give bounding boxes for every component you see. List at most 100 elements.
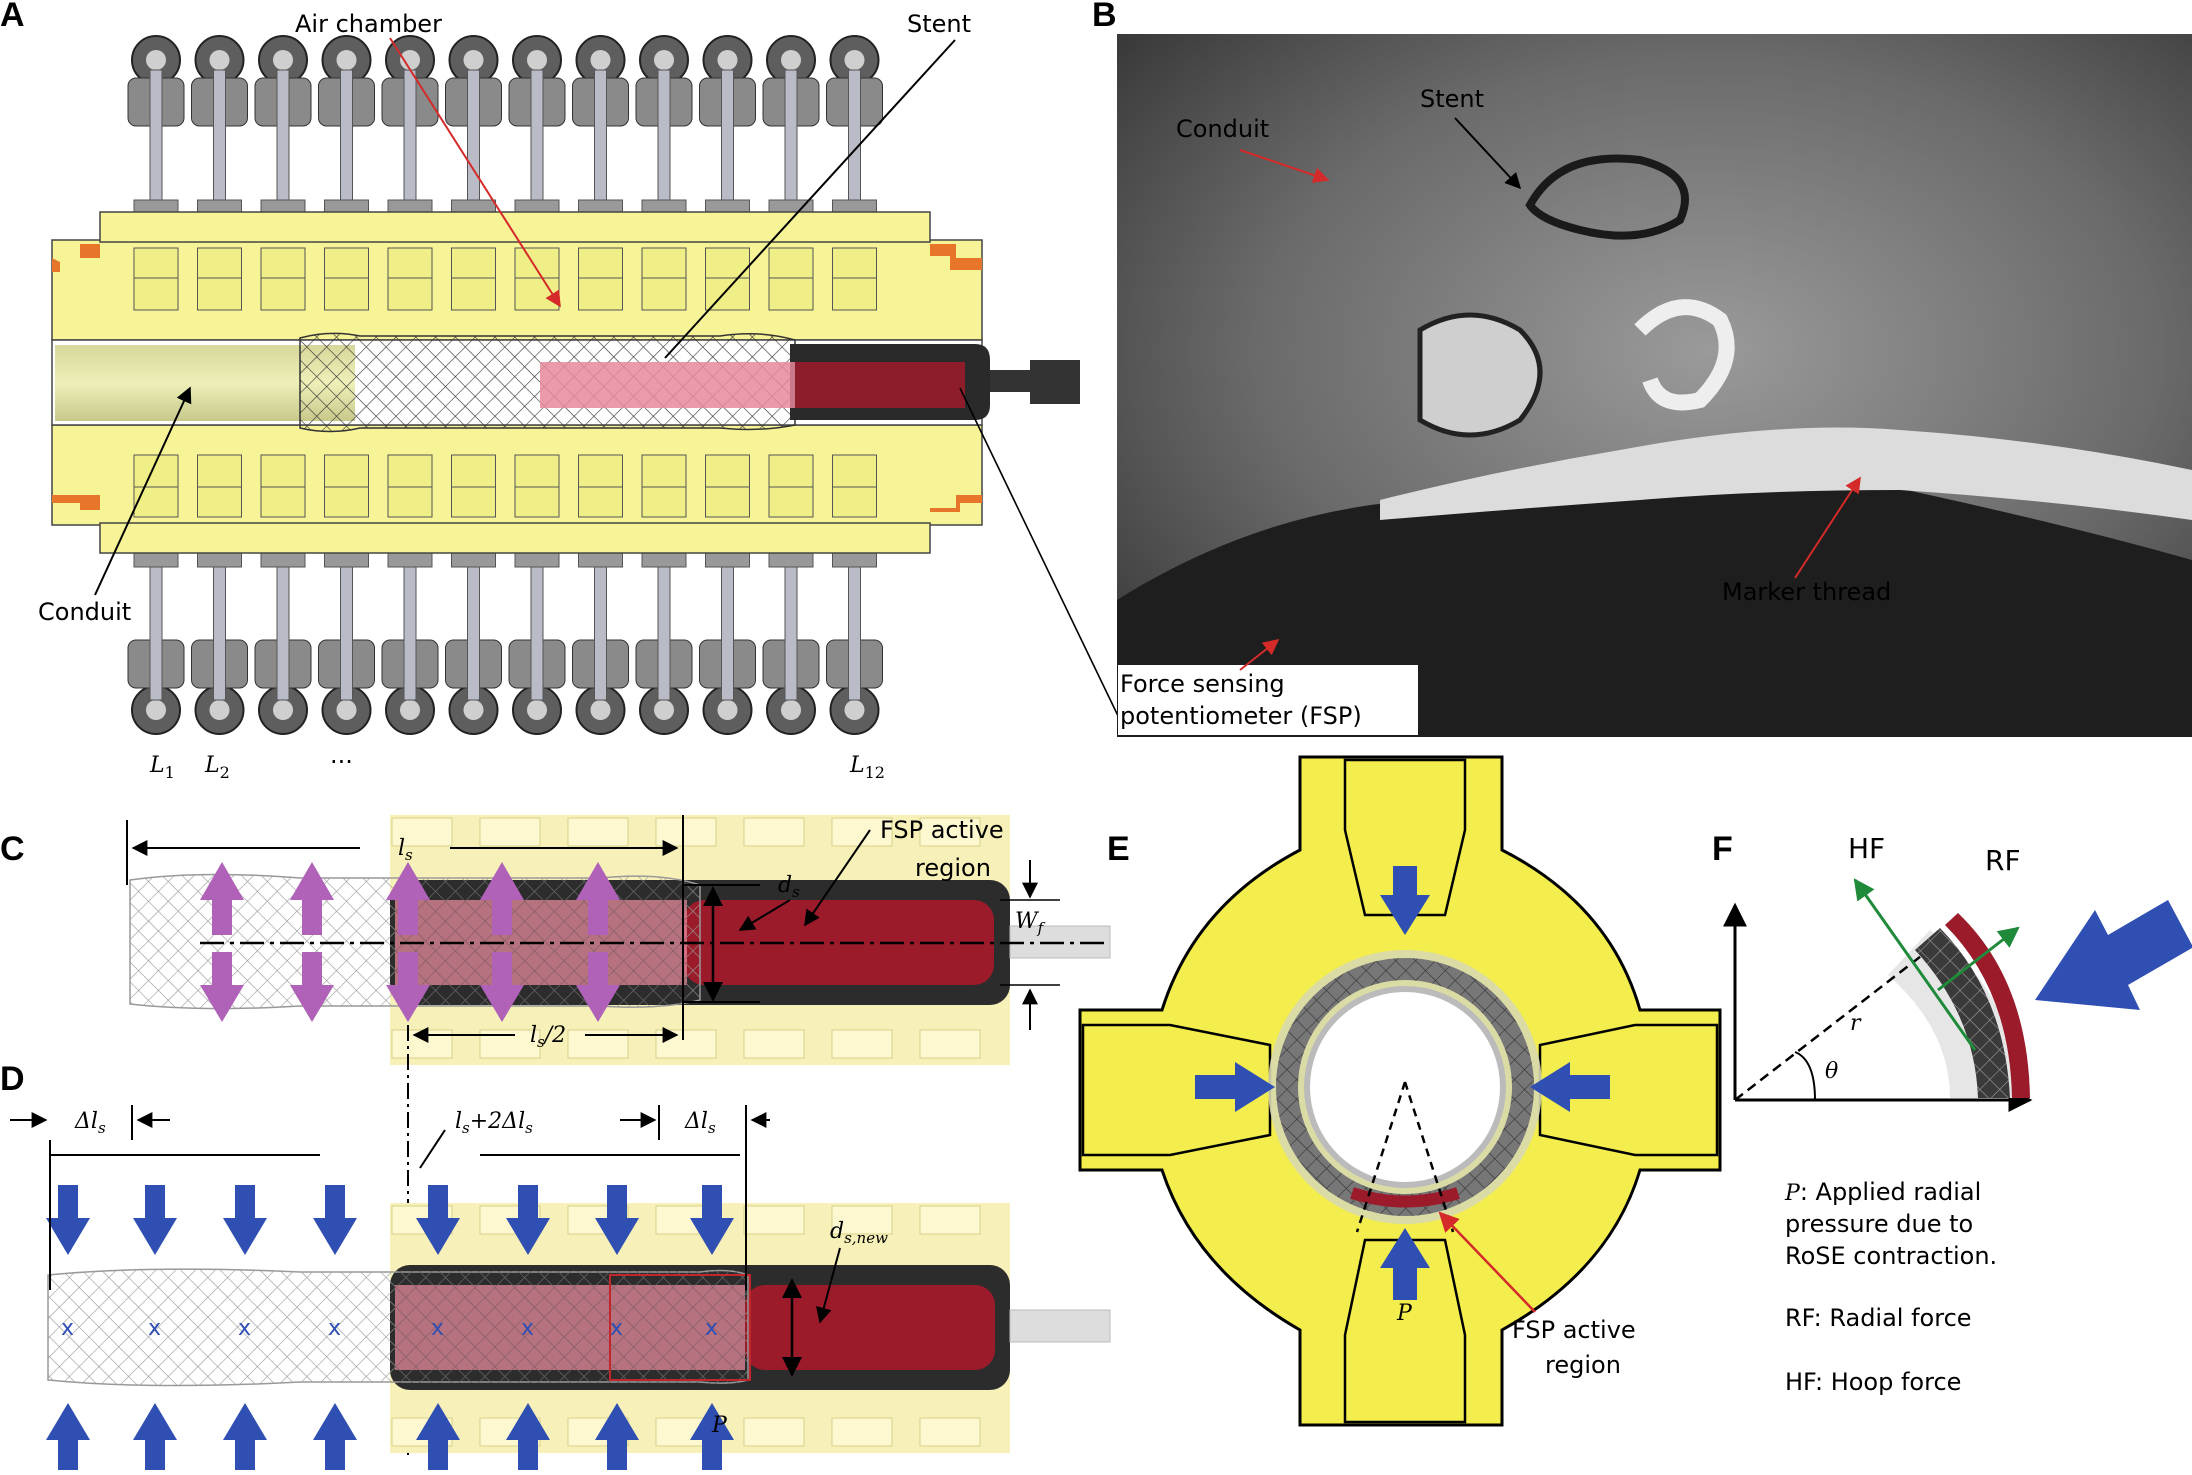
piston-rod-bottom	[721, 549, 734, 701]
conduit-lumen-e	[1304, 986, 1506, 1188]
roller-hub-top	[400, 50, 420, 70]
label-hf: HF	[1848, 832, 1885, 865]
label-ls-c: ls	[398, 836, 413, 864]
label-dls-right: Δls	[684, 1109, 716, 1137]
label-fsp-c-line1: FSP active	[880, 816, 1004, 844]
leader-marker-thread	[1794, 476, 1861, 579]
fsp-arc-e	[1350, 1187, 1460, 1208]
sector-line-left	[1355, 1081, 1407, 1233]
piston-rod-top	[784, 69, 798, 221]
chamber-bottom	[197, 454, 242, 518]
rose-cell-top	[831, 1205, 893, 1235]
label-fsp-b-line1: Force sensing	[1120, 670, 1285, 698]
label-l12: L12	[849, 753, 885, 782]
chamber-bottom	[768, 454, 814, 518]
rod-guide-bottom	[197, 552, 242, 568]
blue-arrow-up	[313, 1403, 357, 1470]
rod-guide-bottom	[641, 552, 687, 568]
leader-ls2dls	[419, 1129, 446, 1169]
rose-cell-top	[391, 817, 453, 847]
chamber-bottom	[451, 454, 496, 518]
rose-cells-c	[391, 817, 981, 1059]
rod-guide-bottom	[387, 552, 433, 568]
roller-hub-top	[527, 50, 547, 70]
piston-rod-top	[467, 69, 480, 221]
label-air-chamber: Air chamber	[295, 10, 442, 38]
rose-cell-top	[743, 817, 805, 847]
stent-end-box-d	[609, 1274, 751, 1381]
roller-hub-bottom	[273, 700, 293, 720]
chamber-top	[387, 247, 433, 311]
piston-rod-bottom	[848, 549, 861, 701]
blue-arrow-down	[313, 1185, 357, 1255]
note-p: P: Applied radial	[1784, 1178, 1981, 1206]
rose-cell-top	[567, 817, 629, 847]
rose-cell-top	[919, 817, 981, 847]
purple-arrow-down	[200, 952, 244, 1022]
x-mark: x	[328, 1316, 341, 1341]
piston-rod-top	[149, 69, 163, 221]
panel-c: C ls ds FSP active region	[0, 815, 1111, 1460]
blue-arrow-e-top	[1380, 866, 1430, 935]
label-marker-thread: Marker thread	[1722, 578, 1891, 606]
chamber-top	[197, 247, 242, 311]
fsp-connector	[990, 370, 1030, 392]
roller-hub-top	[209, 50, 230, 70]
fsp-connector-tab	[1030, 360, 1080, 404]
piston-rod-bottom	[403, 549, 417, 701]
piston-rod-bottom	[467, 549, 480, 701]
blue-arrow-up	[690, 1403, 734, 1470]
note-p-line2: pressure due to	[1785, 1210, 1973, 1238]
blue-arrows-d	[46, 1185, 734, 1470]
x-mark: x	[61, 1316, 74, 1341]
roller-hub-bottom	[400, 700, 420, 720]
rose-cell-bottom	[831, 1029, 893, 1059]
blue-arrow-up	[223, 1403, 267, 1470]
roller-hub-bottom	[844, 700, 865, 720]
panel-letter-b: B	[1092, 0, 1117, 34]
chamber-top	[514, 247, 560, 311]
leader-air-chamber	[389, 37, 561, 308]
leader-ds-c	[738, 899, 791, 931]
blue-arrow-f	[2035, 900, 2192, 1010]
chamber-top	[133, 247, 179, 311]
leader-fsp-c	[804, 829, 871, 927]
actuator-array	[127, 35, 883, 735]
purple-arrow-down	[576, 952, 620, 1022]
fsp-active-red	[795, 362, 965, 408]
leader-stent-a	[664, 39, 956, 359]
chamber-bottom	[260, 454, 306, 518]
roller-hub-bottom	[717, 700, 738, 720]
label-fsp-c-line2: region	[915, 854, 991, 882]
chamber-top	[705, 247, 750, 311]
fsp-active-d	[745, 1285, 995, 1370]
fsp-label-bg	[1118, 665, 1418, 735]
piston-rod-bottom	[784, 549, 798, 701]
panel-e: E P FSP active region	[1078, 755, 1722, 1427]
purple-arrow-up	[480, 862, 524, 935]
piston-rod-bottom	[594, 549, 607, 701]
purple-arrows	[200, 862, 620, 1022]
stent-arc-mesh-f	[1915, 928, 2010, 1098]
chamber-bottom	[578, 454, 623, 518]
piston-rod-bottom	[657, 549, 671, 701]
roller-hub-top	[463, 50, 484, 70]
purple-arrow-up	[290, 862, 334, 935]
roller-hub-top	[273, 50, 293, 70]
piston-rod-top	[276, 69, 290, 221]
orange-cap-right-bottom	[930, 495, 982, 512]
rod-guide-bottom	[324, 552, 369, 568]
rose-cell-top	[655, 817, 717, 847]
label-p-d: P	[711, 1413, 728, 1438]
panel-letter-a: A	[0, 0, 25, 34]
blue-arrow-up	[595, 1403, 639, 1470]
rose-cell-top	[479, 817, 541, 847]
roller-hub-top	[146, 50, 166, 70]
photo-stent-loop	[1525, 154, 1689, 240]
label-l1: L1	[149, 753, 175, 782]
roller-hub-top	[590, 50, 611, 70]
rose-body-upper-band	[99, 211, 931, 243]
chamber-top	[451, 247, 496, 311]
panel-f: F r θ HF RF P: Applied radial pressure d…	[1712, 830, 2192, 1396]
blue-arrow-down	[690, 1185, 734, 1255]
